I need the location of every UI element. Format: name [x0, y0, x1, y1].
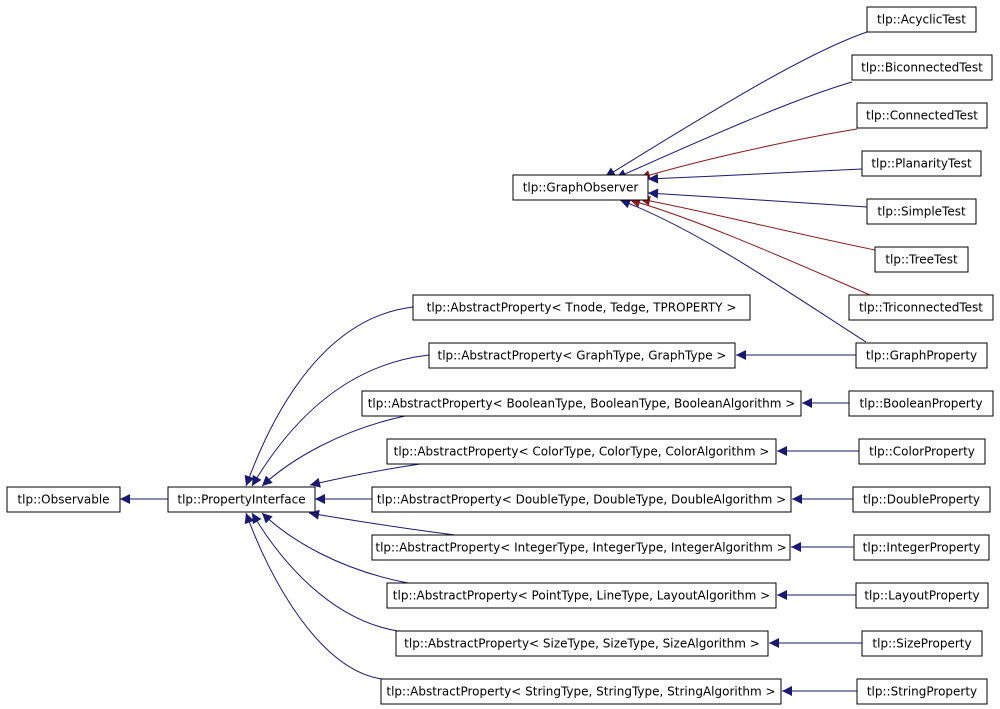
- class-label: tlp::AbstractProperty< SizeType, SizeTyp…: [404, 637, 760, 651]
- edge-planarity-to-graphobserver: [647, 168, 863, 184]
- class-label: tlp::StringProperty: [867, 685, 977, 699]
- class-label: tlp::TriconnectedTest: [859, 301, 983, 315]
- class-label: tlp::AbstractProperty< StringType, Strin…: [386, 685, 775, 699]
- class-abstract-graph[interactable]: tlp::AbstractProperty< GraphType, GraphT…: [428, 342, 736, 369]
- class-biconnected-test[interactable]: tlp::BiconnectedTest: [851, 54, 993, 81]
- edge-biconnected-to-graphobserver: [615, 81, 853, 179]
- class-label: tlp::SimpleTest: [877, 205, 966, 219]
- edge-abstract-point-to-propertyinterface: [261, 512, 409, 584]
- class-layout-property[interactable]: tlp::LayoutProperty: [855, 582, 989, 609]
- class-label: tlp::GraphObserver: [523, 181, 639, 195]
- class-tree-test[interactable]: tlp::TreeTest: [874, 246, 969, 273]
- class-label: tlp::AbstractProperty< PointType, LineTy…: [393, 589, 770, 603]
- edge-tree-to-graphobserver: [639, 195, 876, 251]
- edge-graphproperty-to-graphobserver: [619, 198, 867, 343]
- class-abstract-tnode[interactable]: tlp::AbstractProperty< Tnode, Tedge, TPR…: [412, 294, 751, 321]
- class-observable[interactable]: tlp::Observable: [6, 486, 121, 513]
- class-connected-test[interactable]: tlp::ConnectedTest: [856, 102, 988, 129]
- class-abstract-size[interactable]: tlp::AbstractProperty< SizeType, SizeTyp…: [395, 630, 769, 657]
- class-property-interface[interactable]: tlp::PropertyInterface: [167, 486, 316, 513]
- class-graph-observer[interactable]: tlp::GraphObserver: [512, 174, 649, 201]
- edge-abstract-tnode-to-propertyinterface: [244, 306, 414, 487]
- class-label: tlp::AbstractProperty< DoubleType, Doubl…: [377, 493, 786, 507]
- class-label: tlp::PlanarityTest: [871, 157, 972, 171]
- class-string-property[interactable]: tlp::StringProperty: [856, 678, 988, 705]
- class-abstract-color[interactable]: tlp::AbstractProperty< ColorType, ColorT…: [386, 438, 777, 465]
- class-label: tlp::ColorProperty: [869, 445, 975, 459]
- class-simple-test[interactable]: tlp::SimpleTest: [866, 198, 977, 225]
- class-boolean-property[interactable]: tlp::BooleanProperty: [848, 390, 994, 417]
- edge-abstract-integer-to-propertyinterface: [308, 509, 456, 536]
- class-label: tlp::LayoutProperty: [864, 589, 979, 603]
- class-label: tlp::PropertyInterface: [177, 493, 305, 507]
- edge-abstract-string-to-propertyinterface: [244, 512, 383, 680]
- edge-simple-to-graphobserver: [647, 188, 868, 208]
- class-label: tlp::Observable: [17, 493, 109, 507]
- class-double-property[interactable]: tlp::DoubleProperty: [852, 486, 991, 513]
- class-label: tlp::SizeProperty: [872, 637, 971, 651]
- nodes: tlp::Observable tlp::PropertyInterface t…: [6, 6, 994, 705]
- edge-abstract-size-to-propertyinterface: [251, 512, 399, 632]
- class-label: tlp::AbstractProperty< GraphType, GraphT…: [437, 349, 726, 363]
- class-label: tlp::GraphProperty: [866, 349, 977, 363]
- class-label: tlp::AbstractProperty< ColorType, ColorT…: [394, 445, 770, 459]
- class-label: tlp::IntegerProperty: [863, 541, 981, 555]
- class-label: tlp::BiconnectedTest: [861, 61, 983, 75]
- class-label: tlp::AbstractProperty< Tnode, Tedge, TPR…: [427, 301, 737, 315]
- class-abstract-string[interactable]: tlp::AbstractProperty< StringType, Strin…: [380, 678, 782, 705]
- class-label: tlp::DoubleProperty: [863, 493, 980, 507]
- class-label: tlp::AbstractProperty< IntegerType, Inte…: [375, 541, 786, 555]
- class-label: tlp::BooleanProperty: [859, 397, 982, 411]
- class-abstract-double[interactable]: tlp::AbstractProperty< DoubleType, Doubl…: [371, 486, 792, 513]
- edge-triconnected-to-graphobserver: [629, 197, 871, 296]
- class-abstract-integer[interactable]: tlp::AbstractProperty< IntegerType, Inte…: [371, 534, 791, 561]
- class-planarity-test[interactable]: tlp::PlanarityTest: [861, 150, 982, 177]
- class-acyclic-test[interactable]: tlp::AcyclicTest: [866, 6, 977, 33]
- edge-abstract-graph-to-propertyinterface: [251, 354, 430, 487]
- class-label: tlp::AcyclicTest: [877, 13, 966, 27]
- class-label: tlp::ConnectedTest: [866, 109, 978, 123]
- class-integer-property[interactable]: tlp::IntegerProperty: [853, 534, 990, 561]
- edge-acyclic-to-graphobserver: [604, 31, 868, 178]
- edge-abstract-color-to-propertyinterface: [309, 463, 421, 488]
- class-size-property[interactable]: tlp::SizeProperty: [861, 630, 983, 657]
- class-abstract-boolean[interactable]: tlp::AbstractProperty< BooleanType, Bool…: [361, 390, 802, 417]
- class-abstract-point[interactable]: tlp::AbstractProperty< PointType, LineTy…: [386, 582, 777, 609]
- edges: [120, 31, 876, 696]
- class-label: tlp::TreeTest: [885, 253, 958, 267]
- edge-abstract-boolean-to-propertyinterface: [261, 415, 406, 487]
- class-label: tlp::AbstractProperty< BooleanType, Bool…: [368, 397, 796, 411]
- class-triconnected-test[interactable]: tlp::TriconnectedTest: [848, 294, 994, 321]
- class-graph-property[interactable]: tlp::GraphProperty: [855, 342, 988, 369]
- class-color-property[interactable]: tlp::ColorProperty: [858, 438, 986, 465]
- edge-connected-to-graphobserver: [639, 128, 858, 180]
